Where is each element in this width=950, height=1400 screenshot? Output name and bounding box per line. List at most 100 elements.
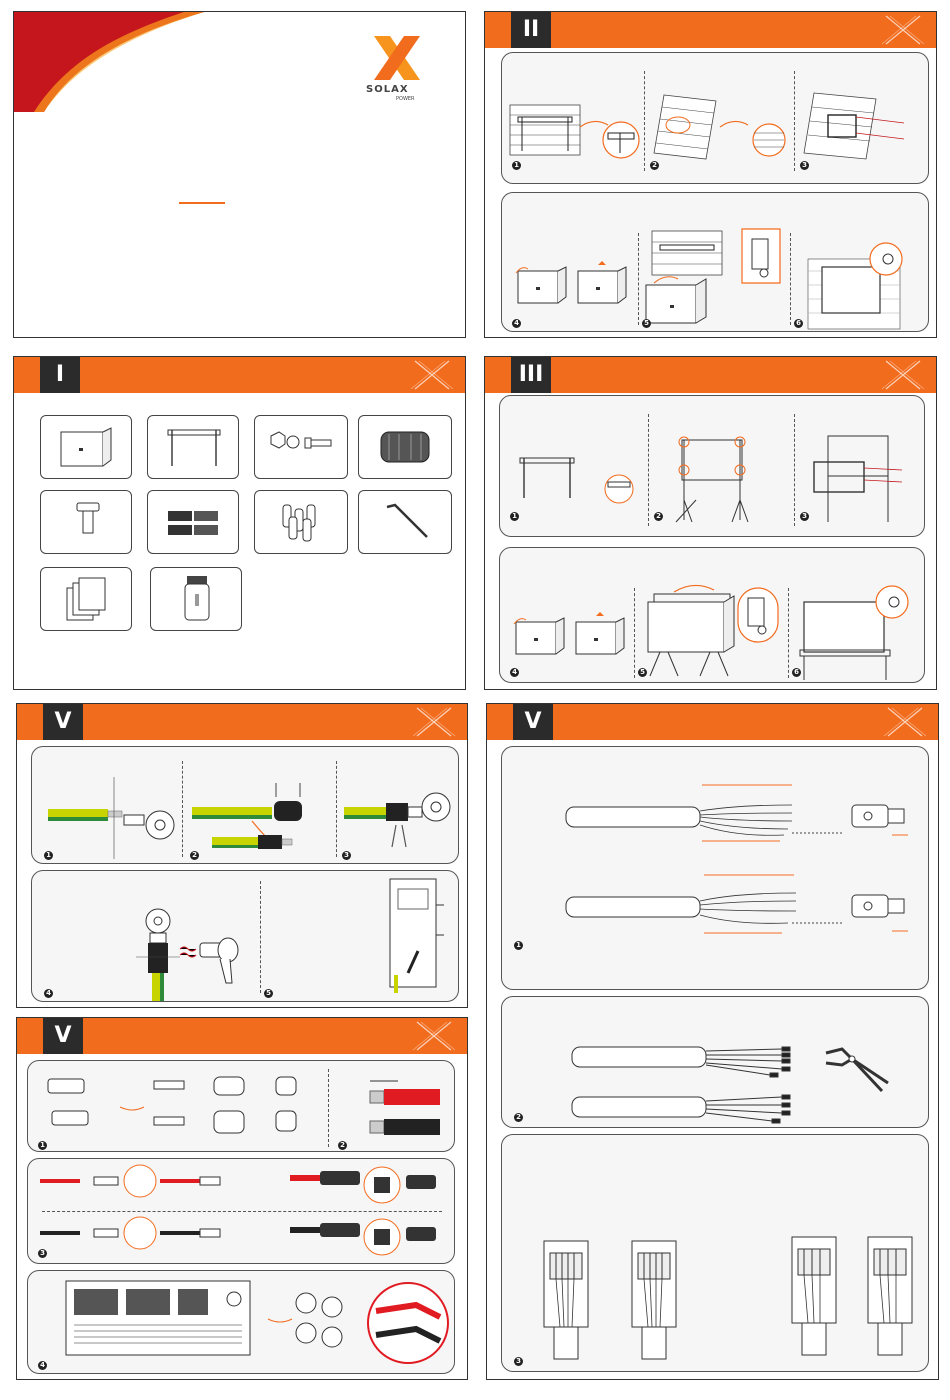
step-number: 5 [642,319,651,328]
accessory-bolts [254,415,348,479]
ac-terminal-box-icon [790,1235,838,1355]
step-divider [794,414,795,526]
section-ii-panel: II 1 [484,11,937,338]
ac-terminal-box-icon [630,1239,678,1359]
zoom-circle-icon [366,1281,450,1365]
section-v-ground-panel: V 1 2 [16,703,468,1008]
step-number: 3 [514,1357,523,1366]
crimp-tool-icon [822,1043,892,1093]
wall-bracket-icon [168,430,220,466]
x-watermark-icon [882,706,928,738]
accessory-ac-connector [358,415,452,479]
step-number: 5 [638,668,647,677]
step-divider [794,71,795,171]
solax-logo: SOLAX POWER [366,34,426,104]
zoom-circle-icon [738,229,784,283]
documents-icon [67,578,107,622]
step-divider [790,233,791,325]
pv-cable-strip-icon [354,1079,444,1145]
section-header: II [485,12,936,48]
section-header: V [487,704,938,740]
pv-cap-icon [274,1075,304,1139]
section-numeral: V [513,704,553,740]
x-watermark-icon [409,359,455,391]
mounted-inverter-icon [800,584,912,680]
section-numeral: III [511,357,551,393]
step-number: 1 [510,512,519,521]
step-divider [634,588,635,678]
section-v-ac-panel: V [486,703,939,1380]
inverter-icon [518,265,566,305]
stand-bracket-icon [812,432,892,526]
inverter-icon [578,265,626,305]
step-number: 3 [800,161,809,170]
heat-gun-icon [180,929,250,985]
section-numeral: V [43,704,83,740]
pv-connector-parts-step: 1 2 [27,1060,455,1152]
ac-wiring-step: 3 [501,1134,929,1372]
step-number: 6 [794,319,803,328]
accessory-bracket [147,415,239,479]
accessory-terminals [254,490,348,554]
section-header: V [17,704,467,740]
wall-mount-steps-1-3: 1 2 3 [501,52,929,184]
x-watermark-icon [411,1020,457,1052]
inverter-side-icon [384,875,446,995]
accessory-inverter [40,415,132,479]
section-header: V [17,1018,467,1054]
brick-wall-icon [510,105,580,155]
section-numeral: I [40,357,80,393]
step-number: 4 [44,989,53,998]
pv-red-cable-icon [40,1165,220,1205]
ac-cable-5core-icon [566,777,929,867]
ring-terminal-icon [124,809,178,849]
step-divider [260,881,261,993]
ac-cable-crimped-icon [572,1017,812,1117]
zoom-circle-icon [752,123,786,157]
x-watermark-icon [880,359,926,391]
mounted-inverter-icon [808,249,904,332]
step-divider [336,761,337,857]
ground-steps-4-5: 4 5 [31,870,459,1002]
accessory-allen-key [358,490,452,554]
cover-panel: SOLAX POWER [13,11,466,338]
wall-mount-steps-4-6: 4 5 6 [501,192,929,332]
step-number: 2 [338,1141,347,1150]
brick-wall-icon [652,231,722,275]
ac-crimp-step: 2 [501,996,929,1128]
arrow-icon [120,1103,146,1113]
inverter-icon [61,428,111,468]
pv-dc-inputs-icon [292,1289,352,1359]
inverter-icon [576,616,624,656]
section-numeral: V [43,1018,83,1054]
section-header: III [485,357,936,393]
section-v-pv-panel: V 1 [16,1017,468,1380]
pv-pin-icon [152,1079,188,1139]
step-number: 1 [512,161,521,170]
zoom-circle-icon [604,474,634,504]
ac-strip-step: 1 [501,746,929,990]
step-number: 5 [264,989,273,998]
stand-mount-steps-4-6: 4 5 6 [499,547,925,683]
inverter-icon [646,277,706,325]
terminal-icon [279,503,325,543]
inverter-bottom-icon [66,1281,252,1355]
section-i-panel: I [13,356,466,690]
screw-icon [75,501,101,541]
heat-shrink-icon [192,773,322,853]
section-numeral: II [511,12,551,48]
accessory-pv-connectors [147,490,239,554]
pv-black-cable-icon [40,1217,220,1257]
step-number: 2 [514,1113,523,1122]
arrow-icon [268,1315,294,1325]
ac-terminal-box-icon [542,1239,590,1359]
section-iii-panel: III 1 2 [484,356,937,690]
pv-plug-in-step: 4 [27,1270,455,1374]
step-number: 3 [38,1249,47,1258]
step-number: 1 [44,851,53,860]
step-number: 4 [38,1361,47,1370]
zoom-circle-icon [602,121,640,159]
inverter-on-stand-icon [644,588,738,678]
section-header: I [14,357,465,393]
stand-mount-steps-1-3: 1 2 3 [499,395,925,537]
